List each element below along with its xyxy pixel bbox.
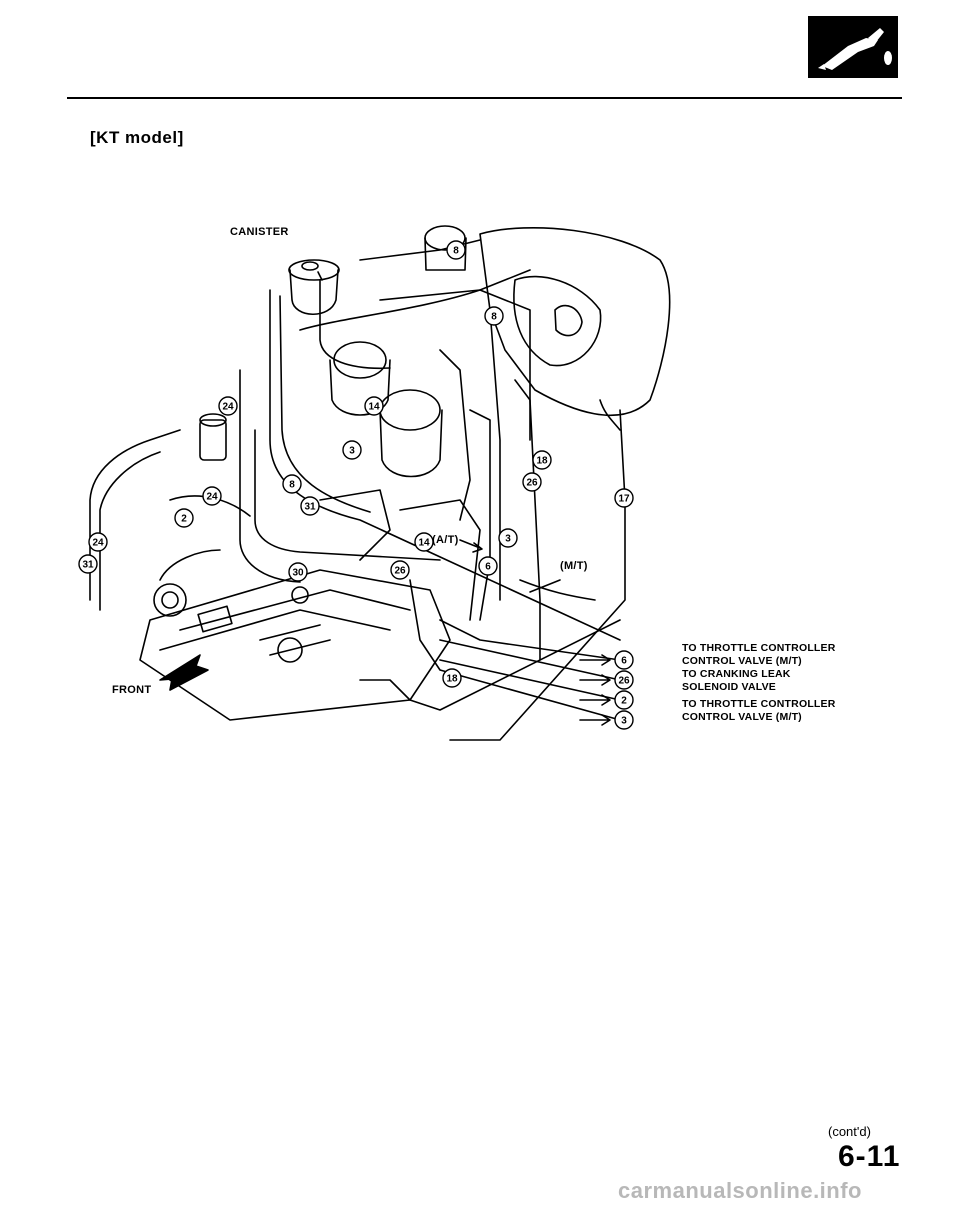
hose-number: 3	[349, 446, 355, 457]
hose-number-callout: 8	[446, 240, 466, 260]
hose-number: 26	[618, 676, 630, 687]
at-label: (A/T)	[432, 534, 459, 546]
hose-number-callout: 26	[522, 472, 542, 492]
hose-number-callout: 24	[218, 396, 238, 416]
hose-number: 6	[485, 562, 491, 573]
hose-number-callout: 3	[498, 528, 518, 548]
hose-number-callout: 17	[614, 488, 634, 508]
hose-number: 6	[621, 656, 627, 667]
hose-number-callout: 26	[390, 560, 410, 580]
hose-number: 24	[92, 538, 104, 549]
hose-number: 2	[621, 696, 627, 707]
hose-number: 24	[206, 492, 218, 503]
hose-number-callout: 3	[342, 440, 362, 460]
hose-number: 3	[505, 534, 511, 545]
hose-number-callout: 18	[532, 450, 552, 470]
destination-note: TO THROTTLE CONTROLLER CONTROL VALVE (M/…	[682, 642, 836, 667]
destination-hose-callout: 3	[614, 710, 634, 730]
hose-number-callout: 14	[364, 396, 384, 416]
hose-number: 3	[621, 716, 627, 727]
destination-note: TO THROTTLE CONTROLLER CONTROL VALVE (M/…	[682, 698, 836, 723]
hose-number-callout: 8	[484, 306, 504, 326]
hose-number: 31	[304, 502, 316, 513]
vacuum-hose-routing-diagram: 8 8 24 14 3 18	[60, 200, 940, 760]
hose-number: 14	[418, 538, 430, 549]
hose-number: 17	[618, 494, 630, 505]
destination-note: TO CRANKING LEAK SOLENOID VALVE	[682, 668, 791, 693]
engine-illustration	[89, 225, 671, 741]
hose-number: 31	[82, 560, 94, 571]
hose-number-callout: 8	[282, 474, 302, 494]
model-title: [KT model]	[90, 128, 184, 147]
fuel-nozzle-icon	[808, 16, 898, 78]
hose-number: 8	[491, 312, 497, 323]
hose-number: 30	[292, 568, 304, 579]
destination-hose-callout: 2	[614, 690, 634, 710]
continued-note: (cont'd)	[828, 1124, 871, 1139]
watermark: carmanualsonline.info	[618, 1178, 862, 1203]
hose-number-callout: 2	[174, 508, 194, 528]
hose-number-callout: 24	[88, 532, 108, 552]
hose-number: 8	[289, 480, 295, 491]
mt-label: (M/T)	[560, 560, 588, 572]
hose-number-callout: 31	[300, 496, 320, 516]
hose-number-callout: 14	[414, 532, 434, 552]
page-number: 6-11	[838, 1140, 901, 1173]
hose-number: 26	[526, 478, 538, 489]
hose-number-callout: 31	[78, 554, 98, 574]
hose-number: 14	[368, 402, 380, 413]
hose-number-callout: 18	[442, 668, 462, 688]
hose-number: 24	[222, 402, 234, 413]
hose-number-callout: 6	[478, 556, 498, 576]
destination-hose-callout: 26	[614, 670, 634, 690]
hose-number: 2	[181, 514, 187, 525]
hose-number: 18	[446, 674, 458, 685]
hose-number-callout: 30	[288, 562, 308, 582]
destination-hose-callout: 6	[614, 650, 634, 670]
hose-number: 18	[536, 456, 548, 467]
hose-number: 8	[453, 246, 459, 257]
header-rule	[67, 97, 902, 99]
hose-number-callouts: 8 8 24 14 3 18	[78, 240, 634, 730]
canister-label: CANISTER	[230, 226, 289, 238]
hose-number-callout: 24	[202, 486, 222, 506]
front-label: FRONT	[112, 684, 152, 696]
hose-number: 26	[394, 566, 406, 577]
